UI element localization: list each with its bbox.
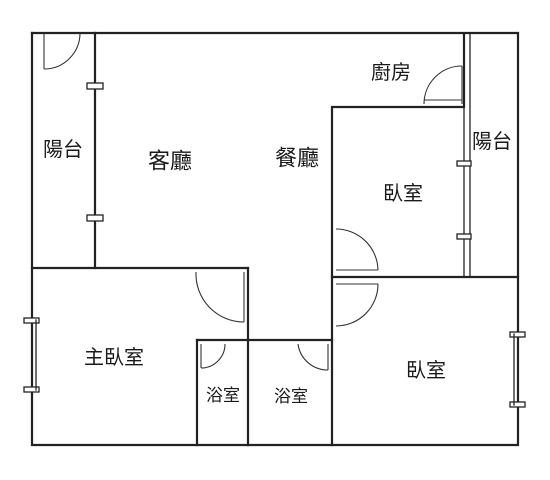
door-bedroom-east <box>335 228 379 271</box>
room-label-living-room: 客廳 <box>148 150 192 175</box>
door-master-bedroom <box>195 271 245 323</box>
room-label-master-bedroom: 主臥室 <box>84 345 144 369</box>
door-balcony-west <box>43 32 81 70</box>
window-marker <box>509 331 526 338</box>
room-labels: 陽台 客廳 餐廳 廚房 陽台 臥室 主臥室 浴室 浴室 臥室 <box>43 60 512 407</box>
room-label-bathroom-2: 浴室 <box>274 387 308 407</box>
window-marker <box>509 401 526 408</box>
room-label-bathroom-1: 浴室 <box>206 386 240 406</box>
room-label-kitchen: 廚房 <box>371 60 411 84</box>
room-label-balcony-east: 陽台 <box>472 129 512 153</box>
outer-walls <box>30 31 520 447</box>
door-kitchen <box>423 65 463 105</box>
doors <box>43 32 463 371</box>
window-marker <box>456 160 472 167</box>
room-label-bedroom-southeast: 臥室 <box>406 358 446 382</box>
door-bathroom-1 <box>200 343 226 369</box>
window-marker <box>86 214 104 222</box>
windows <box>23 82 526 408</box>
window-marker <box>23 317 40 324</box>
window-marker <box>23 386 40 393</box>
door-bathroom-2 <box>297 343 329 371</box>
room-label-bedroom-east: 臥室 <box>383 181 423 205</box>
window-marker <box>456 233 472 240</box>
room-label-balcony-west: 陽台 <box>43 137 83 161</box>
window-marker <box>86 82 104 90</box>
interior-walls <box>30 31 520 447</box>
door-bedroom-southeast <box>335 283 379 327</box>
room-label-dining-room: 餐廳 <box>275 147 319 172</box>
